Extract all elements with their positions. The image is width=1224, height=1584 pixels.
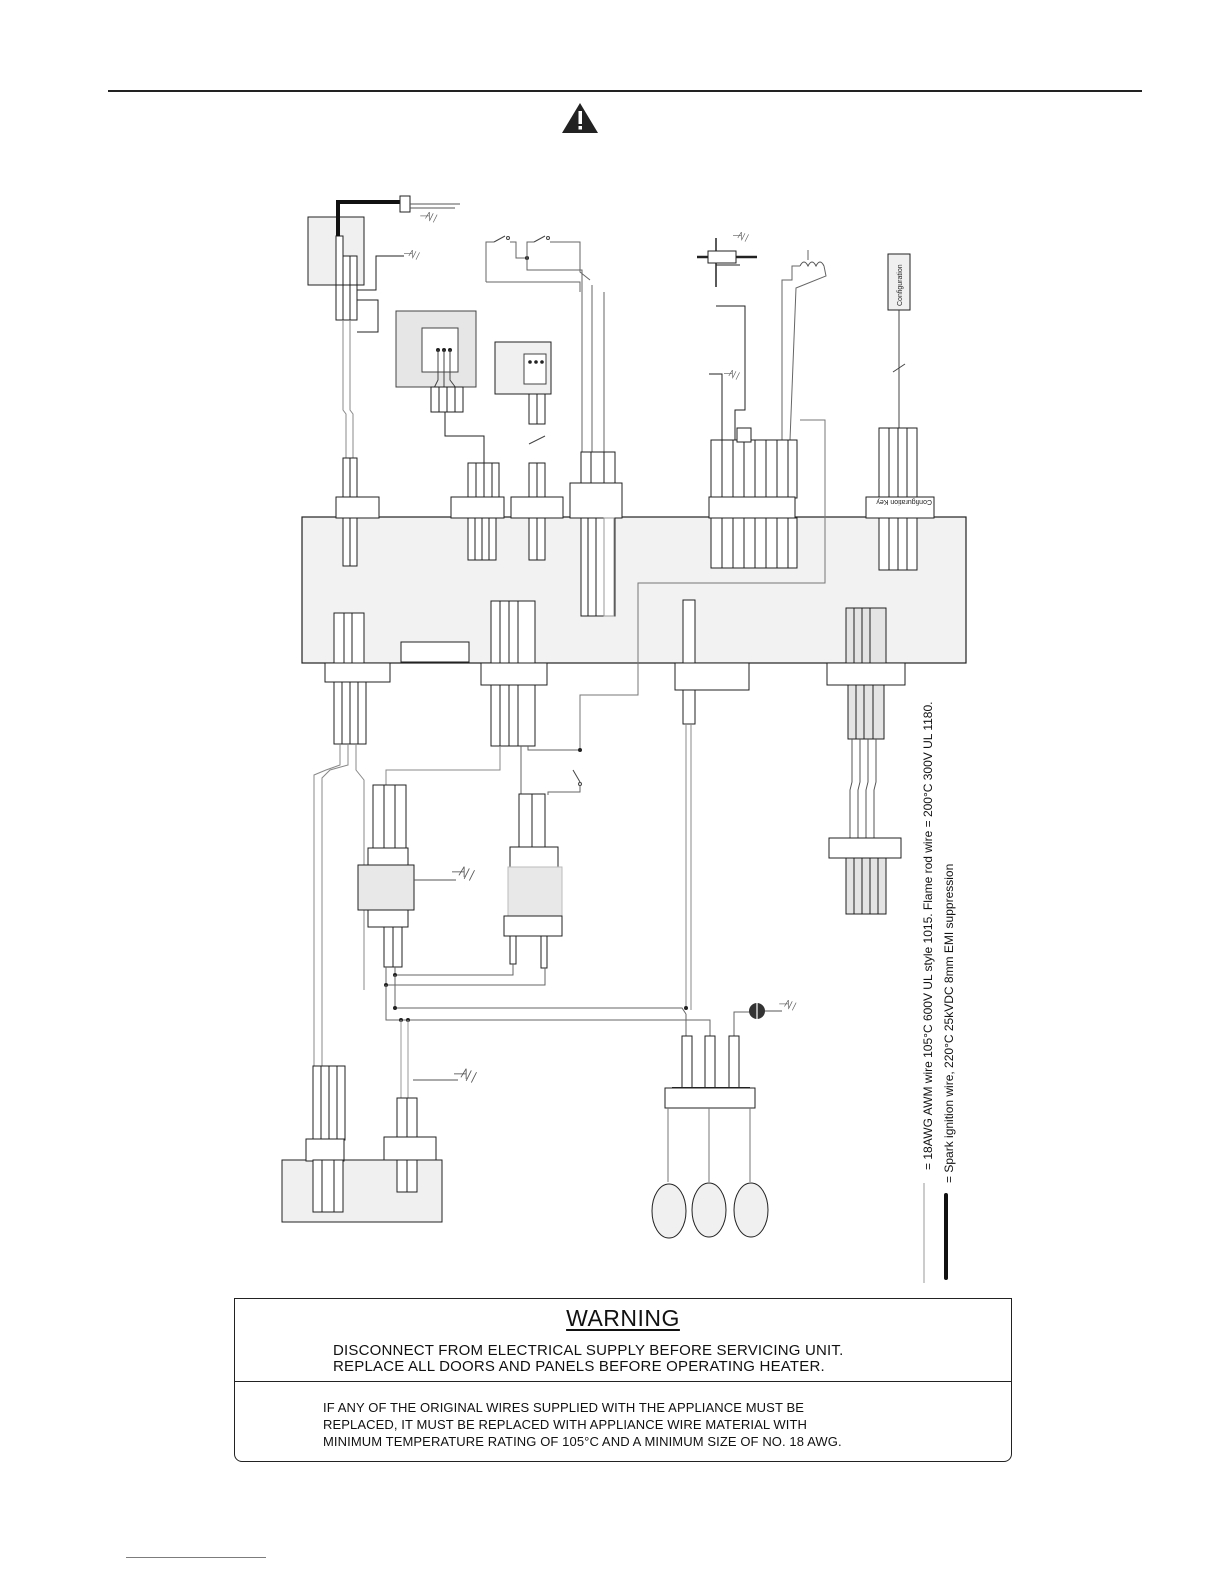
- flame-rod-ignitor: [697, 232, 757, 440]
- connector-j4: [569, 451, 623, 617]
- connector-j6: Configuration Key: [865, 427, 935, 571]
- warning-title: WARNING: [566, 1305, 680, 1331]
- sensor-module-1: [395, 310, 485, 465]
- junction-box: [281, 1065, 478, 1223]
- wire-note-line-3: MINIMUM TEMPERATURE RATING OF 105°C AND …: [323, 1434, 842, 1449]
- connector-j2: [450, 462, 505, 561]
- warning-line-2: REPLACE ALL DOORS AND PANELS BEFORE OPER…: [333, 1358, 825, 1375]
- footer-link-rule: [126, 1557, 266, 1558]
- configuration-key-label: Configuration Key: [876, 498, 932, 505]
- gas-valve-coil: [781, 250, 827, 441]
- board-display-window: [400, 641, 470, 663]
- warning-box: WARNING DISCONNECT FROM ELECTRICAL SUPPL…: [234, 1298, 1012, 1462]
- power-module: [307, 195, 460, 333]
- connector-j1: [335, 457, 380, 567]
- connector-b3: [674, 599, 750, 725]
- sensor-module-2: [494, 341, 552, 445]
- connector-j3: [510, 462, 564, 561]
- connector-b4: [826, 607, 906, 915]
- pressure-switch: [503, 793, 563, 969]
- wire-note-line-2: REPLACED, IT MUST BE REPLACED WITH APPLI…: [323, 1417, 808, 1432]
- connector-b2: [480, 600, 548, 747]
- wire-note-line-1: IF ANY OF THE ORIGINAL WIRES SUPPLIED WI…: [323, 1400, 805, 1415]
- terminal-block: [651, 1035, 769, 1239]
- caution-triangle-icon: [562, 103, 598, 133]
- connector-b1: [324, 612, 391, 745]
- legend-awm-wire-text: = 18AWG AWM wire 105°C 600V UL style 101…: [921, 701, 935, 1171]
- warning-divider: [235, 1381, 1011, 1382]
- configuration-plug: Configuration: [887, 253, 911, 428]
- warning-line-1: DISCONNECT FROM ELECTRICAL SUPPLY BEFORE…: [333, 1342, 844, 1359]
- emi-bead: [749, 1000, 797, 1019]
- connector-j5: [708, 427, 798, 569]
- legend-spark-wire-text: = Spark ignition wire, 220°C 25kVDC 8mm …: [942, 863, 956, 1183]
- limit-switches: [485, 235, 605, 455]
- inducer-relay: [357, 784, 475, 968]
- configuration-label: Configuration: [897, 264, 904, 306]
